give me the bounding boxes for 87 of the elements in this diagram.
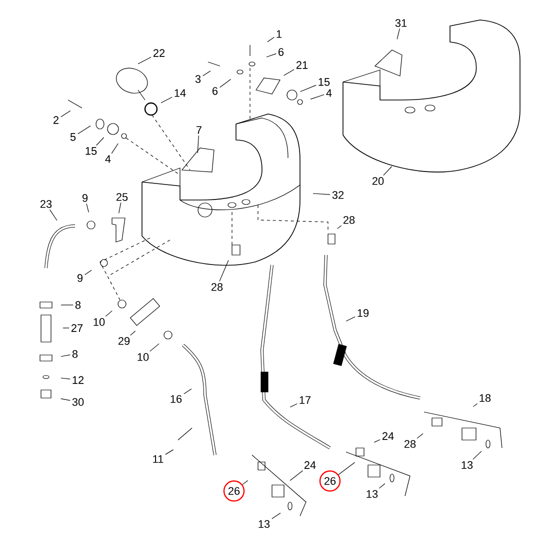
callout-number: 7 — [196, 126, 202, 134]
callout-number: 23 — [40, 200, 52, 208]
callout-number: 10 — [94, 318, 105, 326]
callout-number: 18 — [480, 394, 491, 402]
leader-line — [219, 260, 229, 282]
callout-number: 31 — [395, 19, 407, 27]
callout-number: 25 — [116, 193, 128, 201]
leader-line — [86, 203, 89, 213]
callout-number: 9 — [82, 194, 88, 202]
callout-number: 3 — [195, 75, 201, 83]
leader-line — [60, 398, 70, 401]
leader-line — [84, 270, 92, 275]
callout-number: 19 — [358, 309, 369, 317]
leader-line — [383, 166, 392, 176]
leader-line — [416, 433, 424, 439]
callout-number: 8 — [75, 301, 81, 309]
callout-number: 28 — [404, 440, 416, 448]
callout-number: 24 — [382, 432, 394, 440]
leader-line — [96, 137, 104, 146]
circled-callout-number: 26 — [223, 480, 245, 502]
leader-line — [284, 69, 294, 76]
leader-line — [290, 470, 304, 481]
callout-number: 21 — [296, 61, 308, 69]
callout-number: 13 — [366, 490, 378, 498]
leader-line — [272, 512, 281, 520]
callout-number: 15 — [318, 78, 330, 86]
callout-number: 16 — [170, 395, 182, 403]
leader-line — [396, 28, 400, 40]
callout-number: 28 — [343, 216, 355, 224]
leader-line — [130, 330, 136, 336]
callout-number: 20 — [372, 177, 384, 185]
leader-line — [111, 143, 118, 154]
leader-line — [60, 378, 70, 380]
callout-number: 32 — [332, 191, 344, 199]
leader-line — [60, 110, 71, 118]
leader-line — [267, 37, 274, 42]
callout-number: 30 — [72, 398, 84, 406]
circled-callout-number: 26 — [319, 470, 341, 492]
leader-line — [472, 403, 478, 407]
leader-line — [105, 310, 112, 317]
leader-line — [118, 202, 122, 214]
callout-number: 8 — [72, 350, 78, 358]
leader-line — [60, 354, 70, 357]
leader-line — [374, 439, 380, 443]
leader-line — [312, 193, 330, 195]
leader-line — [290, 403, 298, 408]
callout-number: 22 — [153, 49, 165, 57]
leader-line — [266, 53, 276, 58]
callout-number: 13 — [258, 520, 270, 528]
callout-number: 28 — [211, 283, 223, 291]
leader-line — [50, 209, 58, 221]
leader-line — [202, 70, 211, 76]
leader-line — [78, 126, 91, 134]
callout-number: 12 — [72, 376, 84, 384]
callout-number: 29 — [118, 337, 130, 345]
callout-number: 4 — [105, 155, 111, 163]
callout-number: 10 — [138, 353, 149, 361]
callout-number: 6 — [212, 87, 218, 95]
leader-line — [300, 84, 316, 92]
callout-number: 13 — [462, 461, 473, 469]
callout-number: 2 — [54, 116, 58, 124]
leader-line — [138, 56, 152, 64]
leader-line — [338, 462, 356, 475]
leader-line — [165, 449, 174, 455]
leader-line — [150, 343, 160, 352]
leader-line — [336, 225, 342, 229]
callout-number: 14 — [174, 89, 186, 97]
leader-line — [310, 94, 324, 100]
callout-number: 1 — [276, 30, 282, 38]
callout-number: 17 — [300, 396, 311, 404]
callout-number: 5 — [70, 133, 76, 141]
leader-line — [160, 96, 172, 104]
leader-line — [60, 304, 74, 306]
callout-number: 4 — [326, 89, 332, 97]
callout-number: 9 — [77, 274, 83, 282]
callout-number: 15 — [86, 147, 97, 155]
leader-line — [184, 388, 192, 394]
leader-line — [378, 483, 386, 489]
leader-line — [472, 450, 482, 460]
callout-number: 11 — [153, 455, 164, 463]
callout-number: 6 — [278, 48, 284, 56]
callout-number: 24 — [304, 461, 316, 469]
callout-number: 27 — [71, 324, 83, 332]
leader-line — [346, 316, 356, 322]
leader-line — [197, 135, 199, 154]
leader-line — [220, 79, 232, 88]
leader-line — [242, 480, 248, 485]
